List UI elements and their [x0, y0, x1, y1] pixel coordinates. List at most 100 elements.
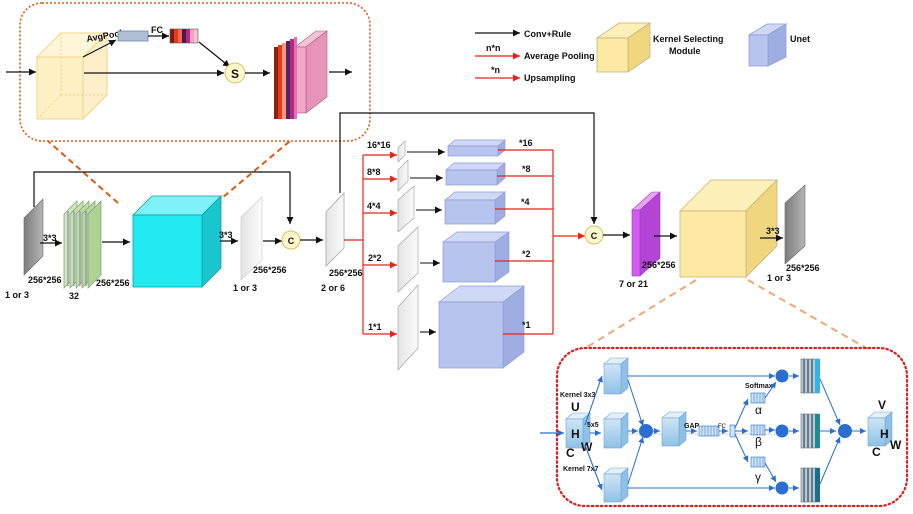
ksm-c-out-label: C	[872, 445, 881, 459]
branch-feature-3x3	[603, 357, 629, 395]
ksm-u-label: U	[571, 400, 580, 414]
legend-pool-label: Average Pooling	[524, 51, 595, 61]
global-skip-line	[33, 171, 294, 224]
green-size: 256*256	[96, 278, 130, 288]
recalibrated-features	[274, 30, 328, 119]
gap-vector	[698, 425, 720, 437]
input-size: 256*256	[28, 275, 62, 285]
bottom-connector-left	[583, 279, 697, 350]
mult-node-gamma	[775, 481, 789, 495]
mult-node-beta	[775, 424, 789, 438]
output-size: 256*256	[786, 263, 820, 273]
conv1-label: 3*3	[43, 233, 57, 243]
magenta-slab	[631, 191, 661, 277]
inset-connector-right	[215, 140, 291, 204]
up-label-1: *1	[522, 320, 531, 330]
fc-small-label: FC	[718, 424, 727, 430]
sum-node	[639, 424, 653, 438]
green-channels: 32	[69, 291, 79, 301]
softmax-label: Softmax	[745, 383, 773, 390]
ksm-input-feature	[565, 412, 591, 449]
concat-node-1-label: C	[288, 236, 295, 246]
fc-vector	[729, 424, 736, 438]
inset-connector-left	[47, 140, 119, 204]
main-pipeline: 3*3 256*256 1 or 3 32 256*256 3*3	[5, 112, 820, 371]
green-feature-stack	[63, 200, 102, 289]
ksm-h-out-label: H	[880, 427, 889, 441]
gray3-size: 256*256	[329, 268, 363, 278]
alpha-label: α	[755, 403, 762, 417]
kernel5-label: 5x5	[587, 422, 599, 429]
pooled-vector	[117, 30, 149, 42]
input-slab	[23, 198, 44, 276]
bottom-inset-frame	[555, 346, 909, 508]
branch-7x7-arrow	[584, 444, 603, 491]
alpha-to-mult	[764, 381, 777, 399]
pool-label-2: 2*2	[368, 253, 382, 263]
unet-2	[442, 241, 496, 283]
weighted-stack-beta	[800, 413, 820, 449]
weighted-stack-alpha	[800, 358, 820, 394]
branch-3x3-arrow	[584, 375, 603, 426]
to-scale-arrow	[198, 41, 231, 68]
legend-ksm-line2: Module	[669, 46, 701, 56]
legend-ksm-line1: Kernel Selecting	[653, 34, 724, 44]
unet-1	[438, 301, 504, 369]
scale-node-label: S	[231, 67, 239, 81]
softmax-alpha-arrow	[734, 398, 749, 429]
legend-conv-label: Conv+Rule	[524, 29, 571, 39]
beta-vector	[750, 424, 766, 436]
pool-label-4: 4*4	[367, 201, 381, 211]
legend-up-symbol: *n	[491, 65, 500, 75]
ksm-h-in-label: H	[571, 427, 580, 441]
pool-label-1: 1*1	[368, 322, 382, 332]
branch-feature-7x7	[603, 467, 629, 503]
kernel7-label: Kernel 7x7	[563, 466, 599, 473]
legend: Conv+Rule n*n Average Pooling *n Upsampl…	[475, 22, 810, 83]
path-3x3-to-sum	[627, 379, 644, 427]
up-label-2: *2	[522, 249, 531, 259]
input-channels: 1 or 3	[5, 290, 29, 300]
cyan-ksm-block	[132, 195, 222, 288]
kernel3-label: Kernel 3x3	[560, 392, 596, 399]
out-conv-label: 3*3	[766, 226, 780, 236]
ksm-w-in-label: W	[581, 440, 593, 454]
ksm-c-in-label: C	[566, 446, 575, 460]
beta-label: β	[755, 435, 762, 449]
output-channels: 1 or 3	[767, 273, 791, 283]
ksm-output-feature	[867, 411, 893, 447]
path-7x7-to-sum	[627, 436, 645, 485]
unet-4	[444, 199, 496, 225]
legend-up-label: Upsampling	[524, 73, 576, 83]
stack-gamma-to-sum	[819, 436, 841, 485]
pyramid-skip-line	[339, 112, 598, 224]
bottom-inset: U H W C Kernel 3x3 5x5 Kernel 7x7	[540, 346, 909, 508]
cyan-conv-label: 3*3	[219, 230, 233, 240]
gray-slab-2	[240, 196, 263, 281]
output-slab	[784, 184, 806, 265]
unet-8	[445, 169, 498, 186]
gamma-label: γ	[755, 470, 761, 484]
bottom-connector-right	[747, 279, 869, 350]
inset-input-cube	[35, 31, 109, 121]
gray-slab-3	[325, 192, 345, 267]
ksm-v-label: V	[878, 398, 886, 412]
ksm-block	[679, 179, 778, 278]
branch-feature-5x5	[603, 412, 629, 449]
legend-unet-label: Unet	[790, 34, 810, 44]
avgpool-arrow	[82, 39, 117, 58]
magenta-channels: 7 or 21	[619, 279, 648, 289]
legend-unet-cube	[747, 23, 788, 67]
gray2-size: 256*256	[253, 265, 287, 275]
weighted-stack-gamma	[800, 467, 820, 503]
fused-feature	[661, 411, 687, 447]
final-sum-node	[838, 424, 852, 438]
magenta-size: 256*256	[642, 260, 676, 270]
softmax-gamma-arrow	[734, 433, 749, 463]
legend-pool-symbol: n*n	[486, 43, 501, 53]
concat-node-2-label: C	[591, 231, 598, 241]
fc-label: FC	[151, 25, 163, 35]
up-label-4: *4	[521, 197, 530, 207]
pyramid-branches: 16*16 *16 8*8 *8 4*4	[363, 138, 553, 371]
